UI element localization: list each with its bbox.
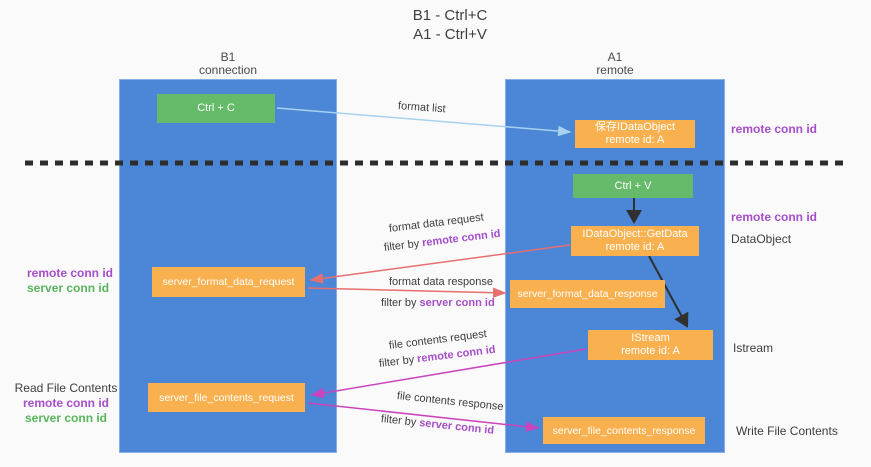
save-idataobject-box: 保存IDataObject remote id: A: [575, 120, 695, 148]
ctrl-v-box: Ctrl + V: [573, 174, 693, 198]
format-list-label: format list: [397, 100, 446, 116]
save-idataobject-label: 保存IDataObject: [594, 121, 676, 133]
lane-b1-name: B1: [220, 50, 236, 64]
lane-header-b1: B1 connection: [119, 51, 337, 77]
server-conn-id-label-left: server conn id: [27, 281, 110, 295]
remote-conn-id-label-left: remote conn id: [27, 266, 114, 280]
istream-label: IStream: [631, 332, 670, 344]
getdata-remote-id: remote id: A: [605, 241, 665, 253]
filter-by-text: filter by: [381, 297, 417, 309]
title-line-2: A1 - Ctrl+V: [413, 26, 487, 43]
server-file-contents-response-box: server_file_contents_response: [543, 417, 705, 444]
read-file-contents-legend: Read File Contents remote conn id server…: [14, 381, 118, 426]
remote-conn-id-label-top-right: remote conn id: [731, 122, 818, 136]
remote-conn-id-highlight: remote conn id: [421, 227, 502, 250]
write-file-contents-label: Write File Contents: [736, 424, 838, 438]
filter-by-text: filter by: [378, 353, 415, 370]
file-contents-response-label: file contents response: [396, 390, 505, 414]
server-format-data-request-box: server_format_data_request: [152, 267, 305, 297]
getdata-box: IDataObject::GetData remote id: A: [571, 226, 699, 256]
remote-conn-id-label-mid-right: remote conn id: [731, 210, 818, 224]
format-data-response-arrow: [307, 287, 507, 298]
lane-a1-name: A1: [607, 50, 623, 64]
format-data-response-label: format data response: [389, 276, 493, 288]
dataobject-label: DataObject: [731, 232, 792, 246]
lane-b1-role: connection: [198, 63, 258, 77]
filter-by-text: filter by: [380, 413, 417, 429]
conn-id-legend-mid-left: remote conn id server conn id: [27, 266, 113, 296]
istream-box: IStream remote id: A: [588, 330, 713, 360]
server-conn-id-highlight: server conn id: [419, 297, 495, 309]
diagram-title: B1 - Ctrl+C A1 - Ctrl+V: [300, 6, 600, 44]
remote-conn-id-label-bottom-left: remote conn id: [22, 396, 109, 410]
istream-remote-id: remote id: A: [621, 345, 680, 357]
getdata-label: IDataObject::GetData: [582, 228, 688, 240]
server-file-contents-request-box: server_file_contents_request: [148, 383, 305, 412]
server-conn-id-highlight: server conn id: [418, 417, 495, 437]
server-format-data-response-box: server_format_data_response: [510, 280, 665, 308]
save-idataobject-remote-id: remote id: A: [605, 134, 665, 146]
title-line-1: B1 - Ctrl+C: [412, 7, 488, 24]
filter-by-text: filter by: [383, 237, 420, 254]
ctrl-c-box: Ctrl + C: [157, 94, 275, 123]
lane-header-a1: A1 remote: [505, 51, 725, 77]
read-file-contents-label: Read File Contents: [14, 381, 118, 395]
server-conn-id-label-bottom-left: server conn id: [24, 411, 108, 425]
lane-a1-role: remote: [596, 63, 634, 77]
istream-side-label: Istream: [733, 341, 774, 355]
